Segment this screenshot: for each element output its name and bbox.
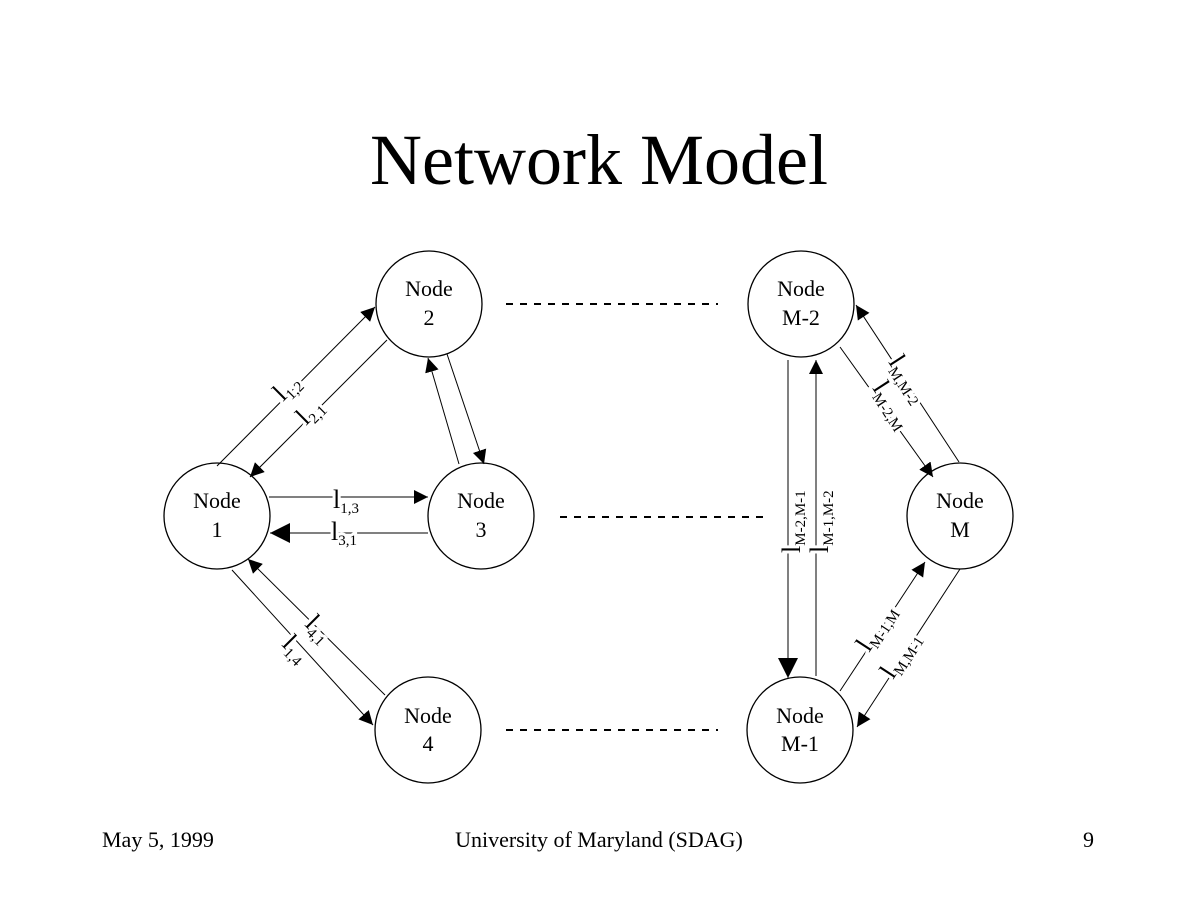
svg-text:lM-1,M-2: lM-1,M-2 — [805, 490, 837, 553]
arrow-3-to-2 — [425, 357, 460, 465]
arrow-m-1-to-m — [839, 561, 926, 692]
node-3-label-line2: 3 — [476, 517, 487, 542]
svg-text:lM-2,M-1: lM-2,M-1 — [777, 490, 809, 553]
node-2-label-line1: Node — [405, 276, 453, 301]
node-4: Node 4 — [374, 676, 482, 784]
node-2-label-line2: 2 — [424, 305, 435, 330]
arrow-m-to-m-2 — [855, 304, 960, 463]
arrow-1-to-2 — [216, 306, 376, 467]
node-2: Node 2 — [375, 250, 483, 358]
footer-page-number: 9 — [1083, 827, 1094, 852]
svg-text:lM-1,M: lM-1,M — [850, 598, 904, 657]
svg-text:lM-1,M-2: lM-1,M-2 — [805, 490, 837, 553]
link-label-l31: l3,1 l3,1 — [328, 514, 360, 552]
svg-text:l1,2: l1,2 — [267, 367, 308, 408]
node-4-label-line1: Node — [404, 703, 452, 728]
node-m-2-label-line2: M-2 — [782, 305, 820, 330]
svg-text:lM-2,M-1: lM-2,M-1 — [777, 490, 809, 553]
link-label-l13: l1,3 l1,3 — [330, 482, 362, 520]
node-1: Node 1 — [163, 462, 271, 570]
link-label-lM1M: lM-1,M lM-1,M — [847, 598, 907, 659]
node-3: Node 3 — [427, 462, 535, 570]
link-label-lM2M1: lM-2,M-1 lM-2,M-1 — [774, 487, 812, 556]
node-m: Node M — [906, 462, 1014, 570]
svg-text:l3,1: l3,1 — [331, 517, 357, 549]
svg-text:l1,3: l1,3 — [333, 485, 359, 517]
slide-title: Network Model — [370, 120, 828, 200]
node-1-label-line1: Node — [193, 488, 241, 513]
node-1-label-line2: 1 — [212, 517, 223, 542]
arrow-4-to-1 — [247, 558, 386, 696]
svg-text:l3,1: l3,1 — [331, 517, 357, 549]
node-m-1-label-line2: M-1 — [781, 731, 819, 756]
footer-date: May 5, 1999 — [102, 827, 214, 852]
link-label-lM1M2: lM-1,M-2 lM-1,M-2 — [802, 487, 840, 556]
node-m-2-label-line1: Node — [777, 276, 825, 301]
node-m-2: Node M-2 — [747, 250, 855, 358]
node-3-label-line1: Node — [457, 488, 505, 513]
node-m-1-label-line1: Node — [776, 703, 824, 728]
arrow-1-to-4 — [231, 569, 374, 726]
arrow-2-to-3 — [446, 353, 487, 465]
arrow-2-to-1 — [249, 339, 388, 478]
node-m-1: Node M-1 — [746, 676, 854, 784]
node-4-label-line2: 4 — [423, 731, 434, 756]
arrow-m-2-to-m — [839, 346, 934, 478]
footer-organization: University of Maryland (SDAG) — [455, 827, 743, 852]
link-label-l12: l1,2 l1,2 — [264, 367, 311, 410]
node-m-label-line2: M — [950, 517, 970, 542]
arrow-m-to-m-1 — [856, 568, 961, 728]
node-m-label-line1: Node — [936, 488, 984, 513]
svg-text:l1,3: l1,3 — [333, 485, 359, 517]
